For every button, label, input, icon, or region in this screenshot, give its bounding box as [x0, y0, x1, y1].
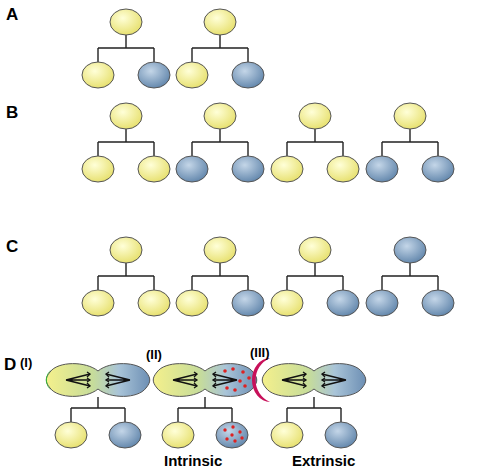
panel-letter: D	[4, 356, 16, 375]
category-label: Extrinsic	[292, 453, 355, 470]
lineage-tree	[366, 103, 454, 182]
panel-letter: B	[6, 104, 18, 123]
lineage-tree	[176, 103, 264, 182]
dividing-cell	[252, 358, 366, 448]
panel-letter: C	[6, 238, 18, 257]
roman-numeral: (I)	[20, 356, 32, 370]
lineage-tree	[366, 237, 454, 316]
dividing-cell	[46, 364, 150, 448]
roman-numeral: (III)	[250, 346, 270, 360]
panel-letter: A	[6, 6, 18, 25]
category-label: Intrinsic	[164, 453, 222, 470]
lineage-tree	[82, 237, 170, 316]
lineage-tree	[176, 237, 264, 316]
lineage-tree	[82, 9, 170, 88]
lineage-tree	[271, 103, 359, 182]
dividing-cell	[153, 364, 257, 448]
lineage-tree	[82, 103, 170, 182]
roman-numeral: (II)	[146, 348, 162, 362]
lineage-tree	[176, 9, 264, 88]
lineage-tree	[271, 237, 359, 316]
